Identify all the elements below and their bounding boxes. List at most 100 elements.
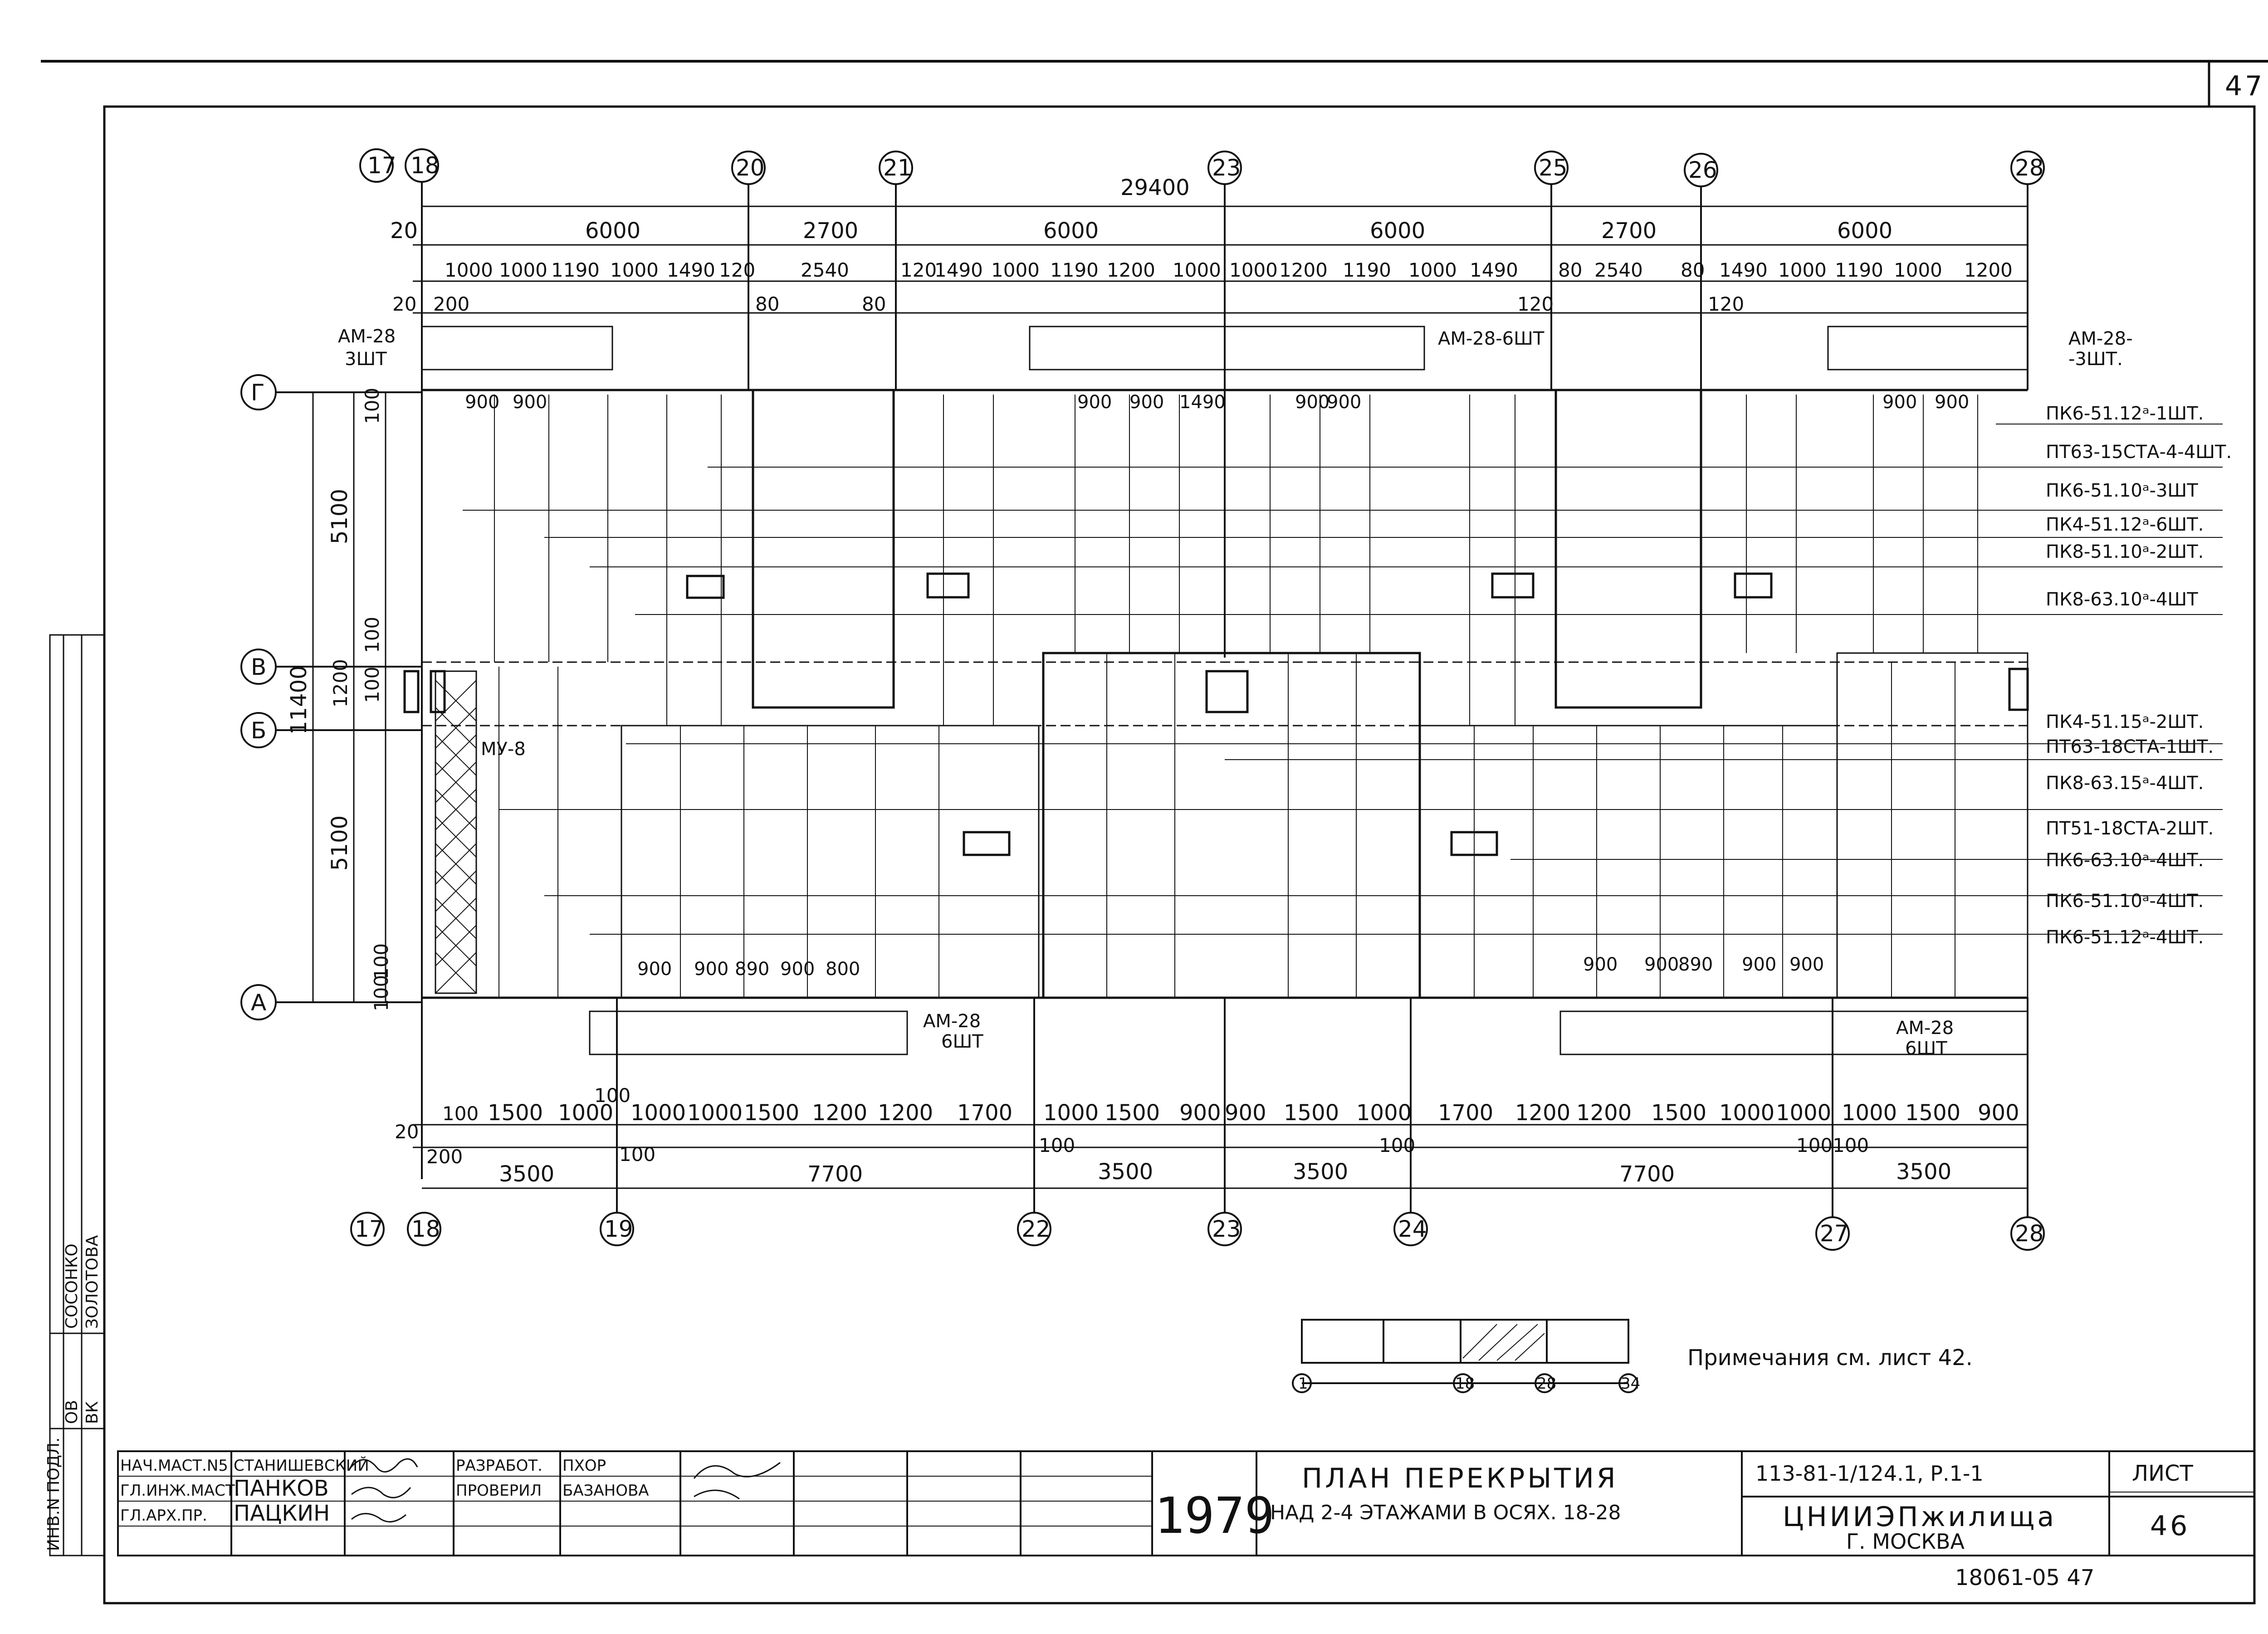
year-stamp: 1979	[1154, 1487, 1275, 1545]
dim-text: 100	[1379, 1134, 1415, 1156]
dim-text: 1000	[1408, 259, 1457, 281]
dim-text: 1000	[445, 259, 493, 281]
dim-text: 900	[1882, 392, 1917, 413]
dim-text: 7700	[1619, 1161, 1675, 1187]
axis-label-top: 23	[1212, 155, 1241, 181]
name: СТАНИШЕВСКИЙ	[234, 1456, 369, 1475]
dim-text: 900	[1077, 392, 1112, 413]
dim-text: 100	[594, 1084, 631, 1107]
axis-label-top: 28	[2015, 155, 2044, 181]
side-stamp-vk: ВК	[83, 1401, 102, 1424]
dim-text: 100	[1796, 1134, 1833, 1156]
dim-text: 1490	[934, 259, 983, 281]
dim-text: 1000	[1894, 259, 1942, 281]
anchor-label: АМ-28	[1896, 1018, 1954, 1039]
axis-label-bottom: 27	[1820, 1220, 1849, 1247]
dim-text: 900	[1327, 392, 1361, 413]
dim-text: 1500	[1651, 1100, 1706, 1126]
dim-text: 120	[1708, 293, 1744, 315]
dim-text: 1200	[1576, 1100, 1632, 1126]
dim-text: 1500	[1284, 1100, 1339, 1126]
left-dims: 5100 11400 1200 5100 100 100 100 100 100	[286, 388, 392, 1011]
name: ПХОР	[562, 1457, 606, 1475]
dim-text: 1500	[488, 1100, 543, 1126]
key-plan	[1292, 1319, 1638, 1393]
side-stamp-ov: ОВ	[63, 1400, 81, 1424]
bottom-axis-labels: 17 18 19 22 23 24 27 28	[355, 1216, 2044, 1247]
dim-text: 20	[392, 293, 416, 315]
dim-text: 900	[694, 959, 728, 980]
schedule-item: ПК6-63.10ᵃ-4ШТ.	[2046, 850, 2204, 871]
dim-text: 1000	[1776, 1100, 1831, 1126]
dim-text: 1500	[1105, 1100, 1160, 1126]
schedule-item: ПТ51-18СТА-2ШТ.	[2046, 818, 2214, 839]
anchor-qty: 6ШТ	[941, 1031, 983, 1052]
key-label: 1	[1298, 1375, 1308, 1393]
dim-text: 20	[395, 1121, 419, 1143]
anchor-label: АМ-28	[923, 1011, 981, 1032]
dim-text: 1200	[878, 1100, 933, 1126]
side-stamp-name: СОСОНКО	[63, 1244, 81, 1329]
dim-text: 6000	[1837, 218, 1892, 244]
notes-reference: Примечания см. лист 42.	[1687, 1345, 1973, 1371]
schedule-item: ПК6-51.12ᵃ-4ШТ.	[2046, 927, 2204, 948]
dim-text: 2540	[1594, 259, 1643, 281]
dim-text: 1000	[610, 259, 659, 281]
dim-text: 2700	[1601, 218, 1657, 244]
bottom-axis-markers	[350, 998, 2045, 1251]
dim-text: 900	[1225, 1100, 1266, 1126]
schedule-item: ПТ63-18СТА-1ШТ.	[2046, 737, 2214, 757]
dim-text: 6000	[1043, 218, 1099, 244]
axis-label-bottom: 18	[411, 1216, 440, 1242]
dim-text: 890	[735, 959, 769, 980]
dim-text: 2540	[801, 259, 849, 281]
schedule-item: ПК4-51.15ᵃ-2ШТ.	[2046, 712, 2204, 732]
dim-text: 100	[1039, 1134, 1075, 1156]
city: Г. МОСКВА	[1846, 1529, 1965, 1554]
dim-text: 1190	[551, 259, 600, 281]
dim-text: 7700	[807, 1161, 863, 1187]
dim-text: 900	[465, 392, 499, 413]
axis-label-top: 21	[883, 155, 912, 181]
hatched-wall	[435, 680, 477, 994]
top-dimension-lines	[413, 205, 2028, 314]
dim-text: 6000	[1370, 218, 1425, 244]
dim-text: 100	[442, 1102, 479, 1125]
anchor-qty: 3ШТ	[345, 349, 387, 370]
left-axis-markers	[240, 374, 422, 1020]
sheet-number: 46	[2150, 1510, 2190, 1542]
dim-text: 100	[619, 1143, 655, 1166]
dim-text: 1000	[1842, 1100, 1897, 1126]
dim-text: 120	[1517, 293, 1554, 315]
dim-text: 1000	[1356, 1100, 1412, 1126]
drawing-frame	[41, 60, 2268, 1605]
axis-label-bottom: 28	[2015, 1220, 2044, 1247]
dim-text: 900	[780, 959, 815, 980]
top-dims-row2: 1000 1000 1190 1000 1490 120 2540 120 14…	[445, 259, 2013, 281]
axis-label-left: Б	[251, 717, 266, 744]
wall-label: МУ-8	[481, 739, 526, 760]
schedule-item: ПК8-63.15ᵃ-4ШТ.	[2046, 773, 2204, 794]
schedule-item: ПК6-51.10ᵃ-4ШТ.	[2046, 891, 2204, 912]
schedule-item: ПК6-51.12ᵃ-1ШТ.	[2046, 403, 2204, 424]
dim-text: 2700	[803, 218, 858, 244]
axis-label-left: А	[251, 990, 266, 1016]
dim-text: 1200	[1279, 259, 1328, 281]
key-label: 18	[1455, 1375, 1475, 1393]
anchor-qty: -3ШТ.	[2068, 349, 2123, 370]
axis-label-top: 18	[411, 152, 440, 179]
anchor-label: АМ-28-	[2068, 328, 2133, 349]
dim-text: 1000	[1043, 1100, 1099, 1126]
dim-text: 1200	[812, 1100, 867, 1126]
dim-text: 20	[390, 218, 418, 244]
organisation: ЦНИИЭПжилища	[1783, 1501, 2057, 1533]
role: РАЗРАБОТ.	[456, 1457, 543, 1475]
dim-text: 1000	[1778, 259, 1827, 281]
axis-label-left: В	[251, 654, 266, 680]
dim-text: 1700	[957, 1100, 1012, 1126]
schedule-item: ПК4-51.12ᵃ-6ШТ.	[2046, 514, 2204, 535]
name: ПАЦКИН	[234, 1501, 330, 1526]
dim-text: 1000	[558, 1100, 613, 1126]
top-dims-row3: 20 200 80 80 120 120	[392, 293, 1744, 315]
dim-text: 1000	[1173, 259, 1221, 281]
